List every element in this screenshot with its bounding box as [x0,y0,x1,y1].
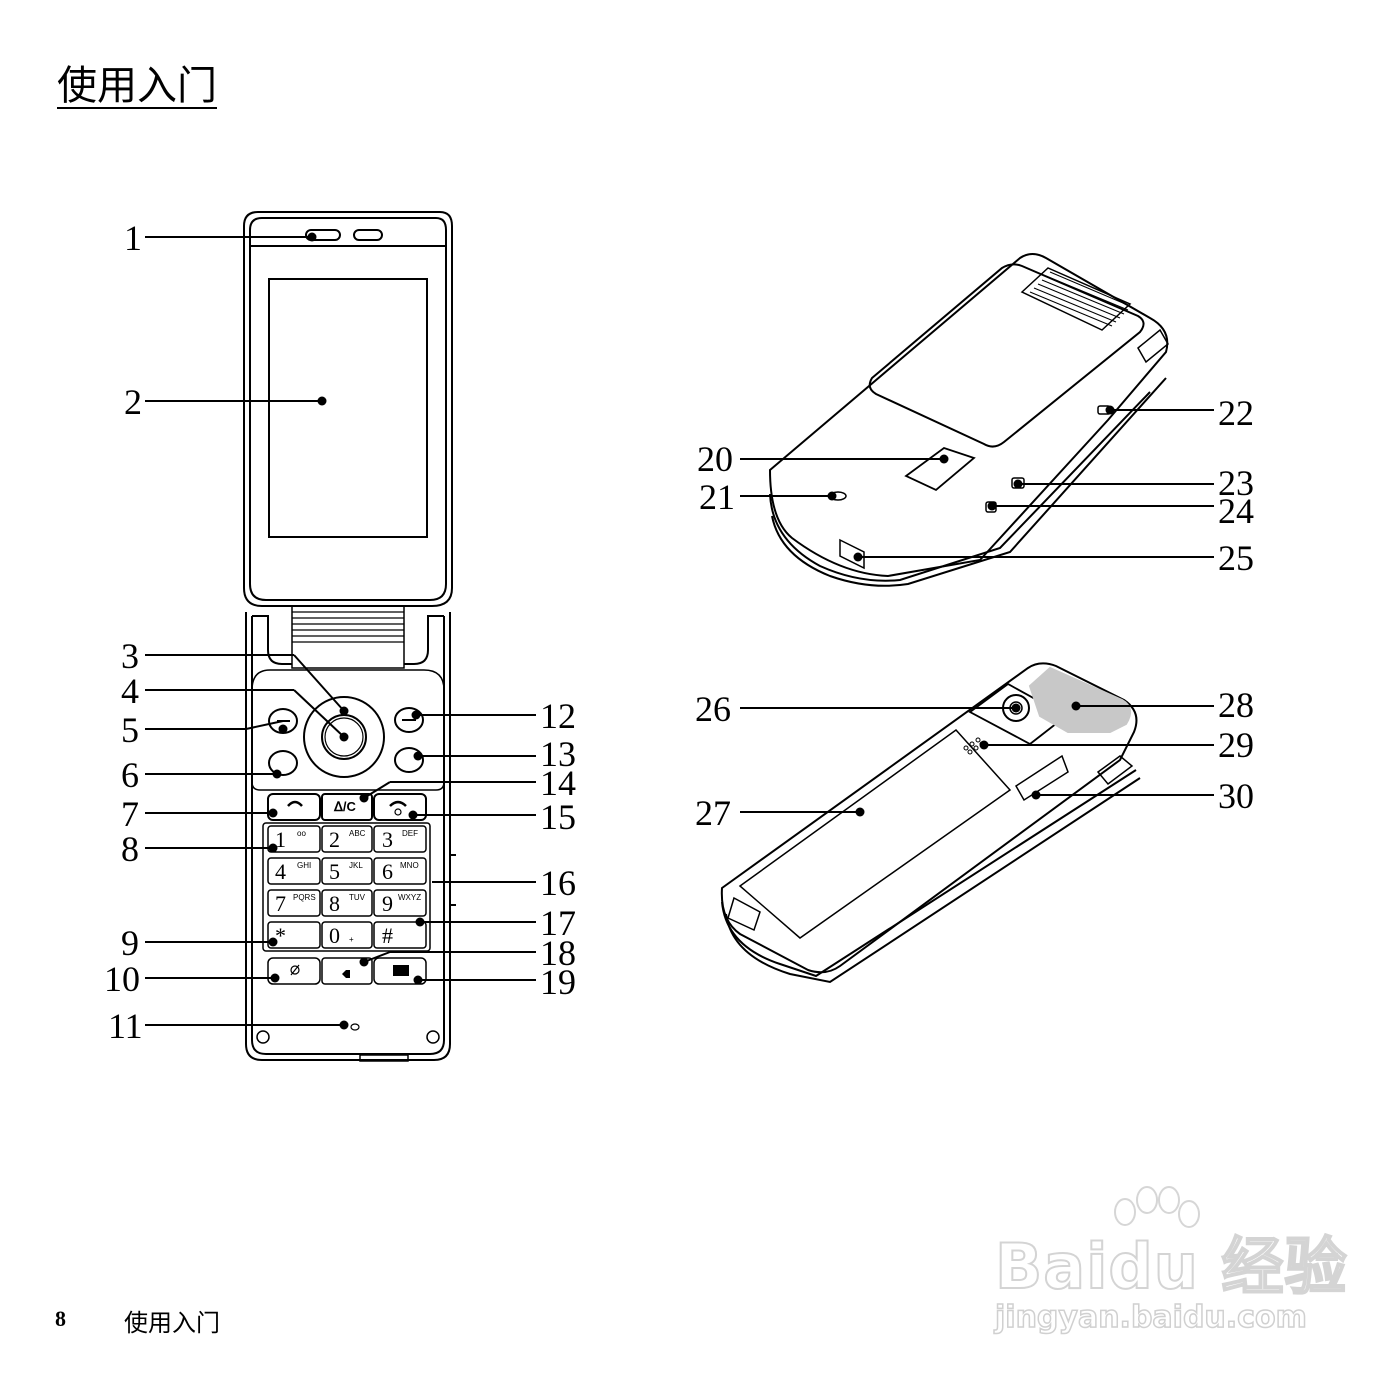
callout-7: 7 [121,794,139,834]
callout-26: 26 [695,689,731,729]
watermark: Baidu 经验 jingyan.baidu.com [975,1186,1347,1345]
callout-27: 27 [695,793,731,833]
callout-30: 30 [1218,776,1254,816]
key-2[interactable]: 2 [329,827,340,852]
watermark-url: jingyan.baidu.com [994,1299,1307,1336]
key-star[interactable]: * [275,923,286,948]
watermark-main: Baidu 经验 [994,1229,1348,1304]
front-view [243,211,456,1062]
key-3[interactable]: 3 [382,827,393,852]
callout-18: 18 [540,933,576,973]
key-8-sub: TUV [349,893,366,902]
leader-lines [145,236,1214,1026]
callout-2: 2 [124,382,142,422]
key-4[interactable]: 4 [275,859,286,884]
callout-9: 9 [121,923,139,963]
key-0[interactable]: 0 [329,923,340,948]
page-number: 8 [55,1306,66,1331]
key-9[interactable]: 9 [382,891,393,916]
callout-23: 23 [1218,463,1254,503]
callout-8: 8 [121,829,139,869]
key-hash[interactable]: # [382,923,393,948]
key-7[interactable]: 7 [275,891,286,916]
callout-22: 22 [1218,393,1254,433]
callout-25: 25 [1218,538,1254,578]
key-6[interactable]: 6 [382,859,393,884]
callout-6: 6 [121,755,139,795]
footer-section-title: 使用入门 [124,1309,220,1337]
callout-24: 24 [1218,491,1254,531]
callout-12: 12 [540,696,576,736]
page-title: 使用入门 [57,63,217,109]
key-1[interactable]: 1 [275,827,286,852]
key-7-sub: PQRS [293,893,316,902]
callout-17: 17 [540,903,576,943]
callout-3: 3 [121,636,139,676]
key-3-sub: DEF [402,829,418,838]
callout-10: 10 [104,959,140,999]
key-8[interactable]: 8 [329,891,340,916]
callout-16: 16 [540,863,576,903]
callout-13: 13 [540,734,576,774]
callout-14: 14 [540,763,576,803]
callout-19: 19 [540,962,576,1002]
key-4-sub: GHI [297,861,311,870]
callout-28: 28 [1218,685,1254,725]
key-6-sub: MNO [400,861,419,870]
key-5-sub: JKL [349,861,363,870]
callout-21: 21 [699,477,735,517]
leader-dots [268,232,1115,1030]
callout-1: 1 [124,218,142,258]
key-5[interactable]: 5 [329,859,340,884]
key-2-sub: ABC [349,829,366,838]
key-9-sub: WXYZ [398,893,421,902]
callout-29: 29 [1218,725,1254,765]
callout-15: 15 [540,797,576,837]
callout-numbers: 1 2 3 4 5 6 7 8 9 10 11 12 13 14 15 16 1… [104,218,1254,1046]
key-0-sub: + [349,935,354,944]
key-1-sub: oo [297,829,306,838]
back-view [720,662,1141,984]
callout-4: 4 [121,671,139,711]
paw-icon [1114,1186,1200,1228]
callout-5: 5 [121,710,139,750]
callout-11: 11 [108,1006,143,1046]
clear-key-label: ᐃ/C [333,799,357,814]
callout-20: 20 [697,439,733,479]
side-view [768,253,1169,587]
